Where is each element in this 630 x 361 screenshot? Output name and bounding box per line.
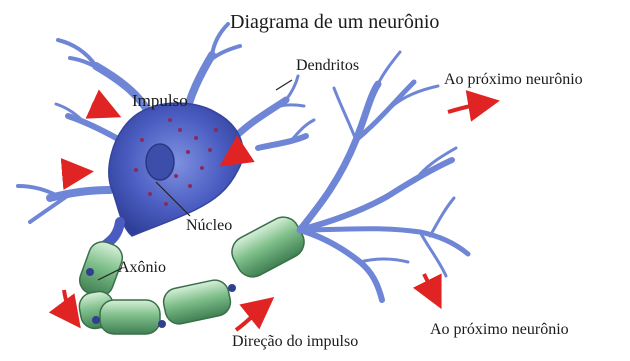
arrow-axon-left xyxy=(64,290,76,322)
label-nucleus: Núcleo xyxy=(186,218,232,234)
diagram-title: Diagrama de um neurônio xyxy=(230,12,439,32)
axon-terminals xyxy=(300,52,468,300)
label-impulse-direction: Direção do impulso xyxy=(232,334,358,350)
arrow-impulse-left xyxy=(62,172,86,174)
label-axon: Axônio xyxy=(118,260,166,276)
label-next-neuron-top: Ao próximo neurônio xyxy=(444,72,583,88)
arrow-impulse-direction xyxy=(236,302,268,330)
nucleus xyxy=(146,144,174,180)
label-impulse: Impulso xyxy=(132,92,188,109)
arrow-next-bottom xyxy=(424,274,438,302)
arrow-impulse-top xyxy=(92,104,114,114)
label-dendrites: Dendritos xyxy=(296,58,359,74)
label-next-neuron-bottom: Ao próximo neurônio xyxy=(430,322,569,338)
arrow-next-top xyxy=(448,102,492,112)
